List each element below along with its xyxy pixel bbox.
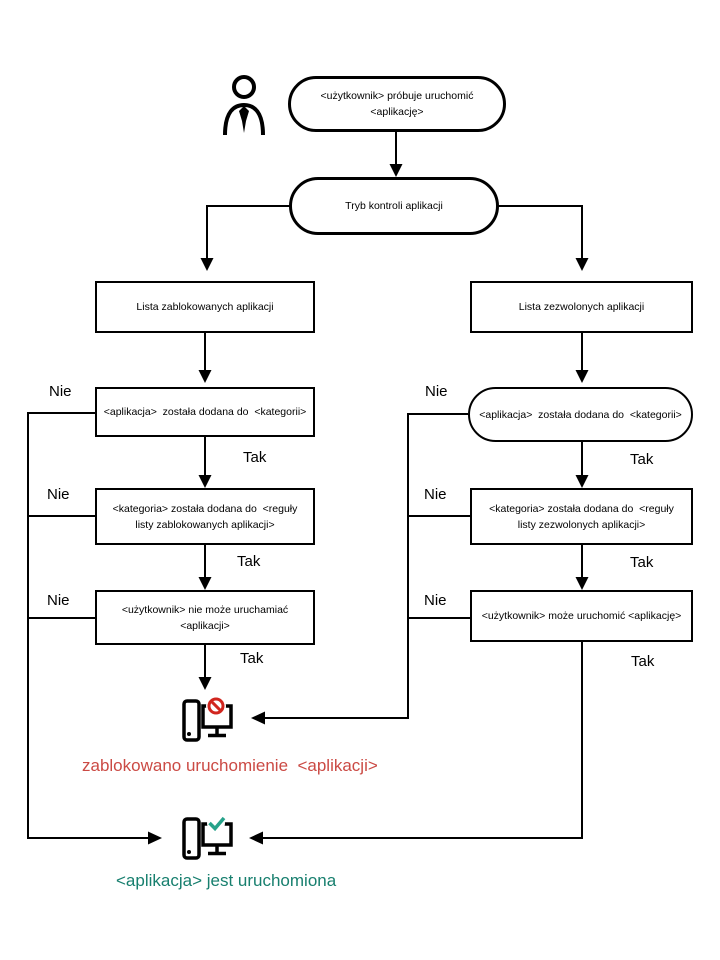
node-blocked-apps-list-label: Lista zablokowanych aplikacji: [136, 301, 274, 313]
node-app-control-mode: Tryb kontroli aplikacji: [289, 177, 499, 235]
label-yes-right-1: Tak: [630, 451, 654, 468]
node-user-cannot-run-label: <użytkownik> nie może uruchamiać <aplika…: [121, 603, 289, 632]
label-no-right-2: Nie: [424, 486, 447, 503]
node-app-added-to-category-right: <aplikacja> została dodana do <kategorii…: [468, 387, 693, 442]
label-no-left-2: Nie: [47, 486, 70, 503]
node-blocked-apps-list: Lista zablokowanych aplikacji: [95, 281, 315, 333]
arrow-appcat-tak-left: [198, 437, 212, 488]
arrow-start-to-mode: [389, 132, 403, 177]
label-yes-left-1: Tak: [243, 449, 267, 466]
label-yes-left-2: Tak: [237, 553, 261, 570]
label-no-left-3: Nie: [47, 592, 70, 609]
arrow-mode-to-allowlist: [498, 205, 589, 271]
rail-nie-left-to-running-pc: [27, 412, 162, 845]
node-user-can-run-label: <użytkownik> może uruchomić <aplikację>: [481, 610, 682, 622]
label-no-right-1: Nie: [425, 383, 448, 400]
label-no-right-3: Nie: [424, 592, 447, 609]
arrow-mode-to-denylist: [200, 205, 290, 271]
node-category-added-to-blocklist-rule: <kategoria> została dodana do <reguły li…: [95, 488, 315, 545]
node-user-tries-run-label: <użytkownik> próbuje uruchomić <aplikacj…: [320, 90, 474, 118]
arrow-catrule-tak-right: [575, 545, 589, 590]
node-app-added-to-category-left-label: <aplikacja> została dodana do <kategorii…: [103, 406, 307, 418]
arrow-allowlist-to-appcat: [575, 333, 589, 383]
node-allowed-apps-list-label: Lista zezwolonych aplikacji: [518, 301, 645, 313]
computer-ok-icon: [182, 815, 233, 860]
computer-blocked-icon: [182, 697, 233, 742]
node-user-tries-run: <użytkownik> próbuje uruchomić <aplikacj…: [288, 76, 506, 132]
arrow-denylist-to-appcat: [198, 333, 212, 383]
node-category-added-to-blocklist-rule-label: <kategoria> została dodana do <reguły li…: [112, 502, 298, 531]
arrow-canrun-tak-to-running-pc: [249, 642, 583, 845]
node-category-added-to-allowlist-rule: <kategoria> została dodana do <reguły li…: [470, 488, 693, 545]
node-allowed-apps-list: Lista zezwolonych aplikacji: [470, 281, 693, 333]
node-user-can-run: <użytkownik> może uruchomić <aplikację>: [470, 590, 693, 642]
caption-blocked-run: zablokowano uruchomienie <aplikacji>: [82, 756, 378, 775]
node-category-added-to-allowlist-rule-label: <kategoria> została dodana do <reguły li…: [489, 502, 674, 531]
arrow-cannotrun-to-blocked-pc: [198, 645, 212, 690]
label-yes-right-2: Tak: [630, 554, 654, 571]
node-app-control-mode-label: Tryb kontroli aplikacji: [345, 200, 443, 212]
rail-nie-right-to-blocked-pc: [251, 413, 470, 725]
label-yes-left-3: Tak: [240, 650, 264, 667]
arrow-appcat-tak-right: [575, 442, 589, 488]
node-app-added-to-category-left: <aplikacja> została dodana do <kategorii…: [95, 387, 315, 437]
caption-app-running: <aplikacja> jest uruchomiona: [116, 871, 337, 890]
node-user-cannot-run: <użytkownik> nie może uruchamiać <aplika…: [95, 590, 315, 645]
label-yes-right-3: Tak: [631, 653, 655, 670]
node-app-added-to-category-right-label: <aplikacja> została dodana do <kategorii…: [479, 408, 682, 421]
arrow-catrule-tak-left: [198, 545, 212, 590]
person-icon: [223, 75, 265, 136]
label-no-left-1: Nie: [49, 383, 72, 400]
